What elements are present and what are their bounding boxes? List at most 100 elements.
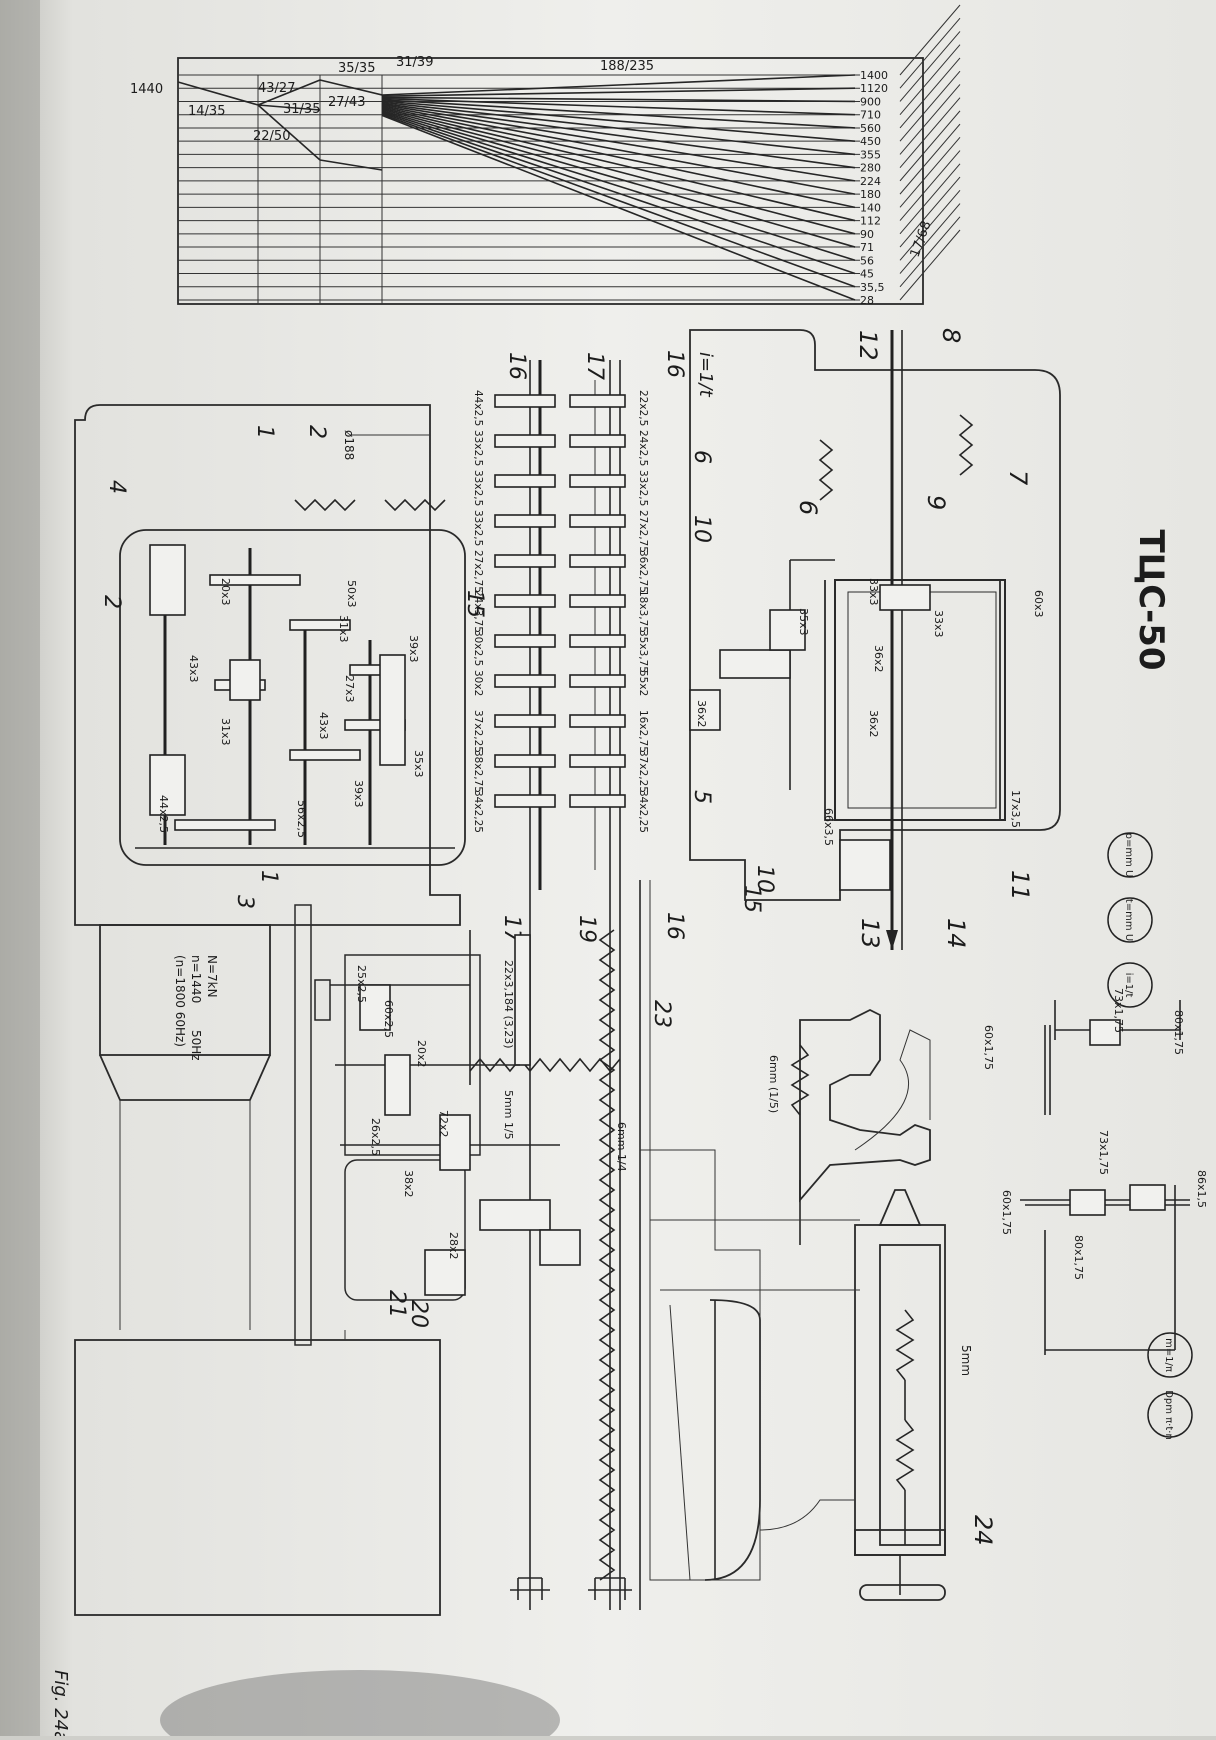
chart-speed-line — [319, 79, 383, 96]
legend-circle — [1107, 962, 1153, 1008]
finger-shadow — [160, 1670, 560, 1740]
chart-ratio-label: 27/43 — [328, 95, 365, 110]
part-number: 11 — [1006, 870, 1034, 901]
chart-speed-label: 450 — [860, 135, 881, 148]
gear — [769, 609, 806, 651]
gear — [424, 1249, 466, 1296]
chart-speed-line — [381, 105, 856, 195]
clutch-pack — [149, 754, 186, 816]
part-number: 15 — [739, 885, 764, 913]
gear — [569, 754, 626, 768]
gear — [569, 674, 626, 688]
gear — [569, 554, 626, 568]
gear — [569, 434, 626, 448]
chart-hatch-line — [899, 216, 961, 288]
rack — [514, 934, 531, 1066]
dimension-label: 6mm (1/5) — [767, 1055, 780, 1113]
gear — [569, 794, 626, 808]
figure-caption: Fig. 24a — [50, 1670, 71, 1736]
chart-speed-line — [381, 87, 856, 97]
chart-hatch-line — [899, 17, 961, 89]
headstock: ø188 50x3 20x3 31x3 43x3 39x3 27x3 43x3 … — [74, 404, 466, 926]
legend-symbol: m=1/π — [1163, 1338, 1174, 1372]
gear-label: 37x2,25 — [637, 750, 649, 793]
legend-symbol: i=1/t — [1123, 973, 1134, 998]
legend-circle — [1147, 1332, 1193, 1378]
gear-label: 31x3 — [337, 615, 350, 643]
chart-speed-line — [177, 81, 259, 106]
gear-label: 20x3 — [219, 578, 232, 606]
gear-label: 25x2,5 — [355, 965, 368, 1003]
gear-label: 35x3 — [412, 750, 425, 778]
chart-hatch-line — [899, 4, 961, 76]
bed-base — [74, 1339, 441, 1616]
change-gear-label: 86x1,5 — [1195, 1170, 1208, 1208]
gear-label: 33x2,5 — [472, 430, 484, 466]
chart-speed-line — [257, 104, 321, 111]
gear — [289, 619, 351, 631]
part-number: 4 — [104, 480, 129, 494]
chart-speed-label: 90 — [860, 228, 874, 241]
gear-label: 18x3,75 — [637, 590, 649, 633]
motor-power: N=7kN — [205, 955, 219, 998]
chart-ratio-label: 22/50 — [253, 129, 290, 144]
carriage-outline — [640, 880, 761, 1581]
gear-label: 17x3,5 — [1009, 790, 1022, 828]
machine-title: ТЦС-50 — [1131, 529, 1171, 670]
lead-screw-apron: 25x2,5 60x2,5 20x2 26x2,5 72x2 38x2 28x2… — [314, 890, 674, 1610]
part-number: 17 — [582, 352, 607, 380]
chart-speed-line — [319, 159, 383, 171]
chart-speed-line — [381, 97, 856, 116]
gear-label: 6mm 1/4 — [615, 1122, 628, 1172]
legend-symbol: t=mm U — [1123, 899, 1134, 941]
gear-label: 43x3 — [187, 655, 200, 683]
gear-label: 39x3 — [407, 635, 420, 663]
arrow-icon — [886, 930, 898, 950]
chart-speed-label: 710 — [860, 109, 881, 122]
gear-label: 60x3 — [1032, 590, 1045, 618]
gear — [1069, 1189, 1106, 1216]
gear-label: 60x2,5 — [382, 1000, 395, 1038]
legend-circle — [1107, 897, 1153, 943]
part-number: 12 — [854, 330, 882, 361]
gear — [494, 754, 556, 768]
gear-label: 33x3 — [867, 578, 880, 606]
chart-speed-line — [381, 109, 856, 248]
gear — [879, 584, 931, 611]
gear — [1129, 1184, 1166, 1211]
chart-hatch-line — [899, 229, 961, 301]
part-number: 13 — [856, 918, 884, 949]
part-number: 7 — [1004, 470, 1032, 486]
chart-hatch-line — [899, 163, 961, 235]
chart-speed-line — [381, 74, 856, 96]
gear — [494, 394, 556, 408]
part-number: 9 — [922, 495, 950, 510]
gear-label: 20x2 — [415, 1040, 428, 1068]
part-number: 24 — [969, 1515, 997, 1546]
chart-speed-line — [381, 101, 856, 156]
gear — [494, 794, 556, 808]
gear-label: 22x2,5 — [637, 390, 649, 426]
chart-speed-label: 1120 — [860, 82, 888, 95]
gear-label: 37x2,25 — [472, 710, 484, 753]
chart-ratio-label: 31/39 — [396, 55, 433, 70]
gear-label: 33x3 — [932, 610, 945, 638]
chart-hatch-line — [899, 137, 961, 208]
gear — [439, 1114, 471, 1171]
chart-speed-line — [381, 103, 856, 182]
motor: N=7kN n=1440 50Hz (n=1800 60Hz) — [99, 924, 271, 1330]
tailstock: 5mm 24 — [854, 1189, 997, 1601]
chart-speed-line — [381, 111, 856, 262]
chart-speed-line — [257, 79, 321, 106]
part-number: 8 — [937, 328, 965, 343]
chart-hatch-line — [899, 84, 961, 155]
gear — [539, 1229, 581, 1266]
chart-speed-label: 280 — [860, 162, 881, 175]
axis-mark: i=1/t — [695, 352, 716, 398]
gear — [494, 514, 556, 528]
chart-speed-line — [381, 113, 856, 288]
part-number: 20 — [406, 1300, 431, 1328]
chart-speed-line — [257, 104, 321, 161]
